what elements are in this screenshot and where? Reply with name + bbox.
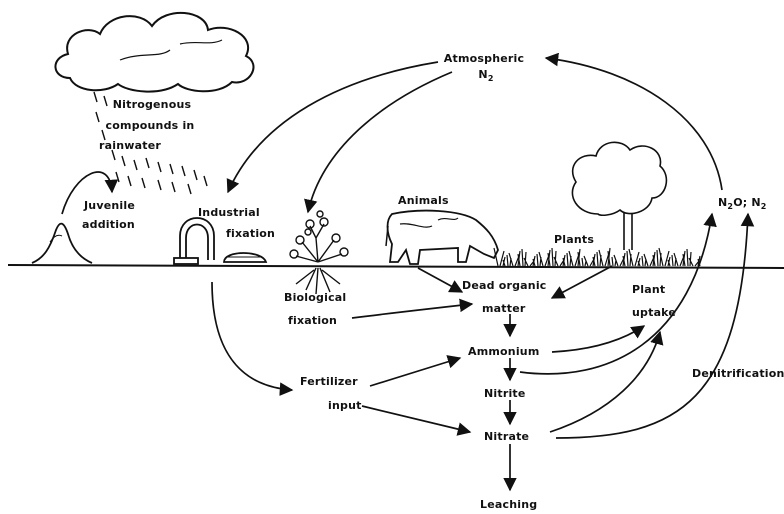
arrow-fertilizer-to-ammonium: [369, 355, 462, 387]
label-rain-line2: compounds in: [105, 119, 195, 132]
label-juvenile-1: Juvenile: [84, 199, 135, 212]
n2o-sub1: 2: [727, 202, 734, 212]
arrow-plants-to-matter: [550, 265, 613, 299]
n2-subscript: 2: [487, 74, 494, 84]
label-dead-organic: Dead organic: [462, 279, 547, 292]
arrow-fertilizer-to-nitrate: [361, 405, 472, 436]
arrow-juvenile: [61, 171, 119, 215]
cow-icon: [385, 209, 499, 265]
label-industrial-2: fixation: [226, 227, 276, 240]
tree-icon: [571, 141, 668, 250]
plant-icon: [289, 210, 349, 295]
n2-text: N: [478, 68, 488, 81]
label-biological-1: Biological: [284, 291, 347, 304]
arrow-biofixation-to-matter: [351, 298, 474, 319]
arrow-ammonium-to-plant: [551, 325, 646, 353]
arrow-ammonium-to-n2o: [519, 212, 717, 375]
arrow-animals-to-matter: [417, 267, 464, 293]
label-atmospheric-n2: N2: [478, 68, 493, 85]
ground-line: [7, 264, 784, 269]
cloud-icon: [54, 12, 255, 93]
label-nitrate: Nitrate: [484, 430, 530, 443]
label-plant-2: uptake: [632, 306, 677, 319]
rain-icon: [93, 91, 208, 195]
label-plants: Plants: [554, 233, 595, 246]
label-juvenile-2: addition: [82, 218, 135, 231]
label-leaching: Leaching: [480, 498, 538, 511]
n2o-sub2: 2: [760, 202, 767, 212]
arrow-denitrification-to-atmos: [544, 52, 723, 191]
volcano-icon: [31, 222, 93, 264]
flow-arrows: [61, 52, 755, 492]
label-fertilizer-1: Fertilizer: [300, 375, 358, 388]
n2o-mid: O; N: [733, 196, 761, 209]
label-matter: matter: [482, 302, 526, 315]
label-denitrification: Denitrification: [692, 367, 784, 380]
label-plant-1: Plant: [632, 283, 666, 296]
n2o-n: N: [718, 196, 728, 209]
arrow-industrial-to-fertilizer: [211, 281, 294, 396]
label-rain-line1: Nitrogenous: [112, 98, 192, 111]
label-industrial-1: Industrial: [198, 206, 260, 219]
label-biological-2: fixation: [288, 314, 338, 327]
label-animals: Animals: [398, 194, 449, 207]
arrow-nitrate-to-plant: [549, 330, 664, 433]
label-atmospheric: Atmospheric: [443, 52, 525, 65]
label-nitrite: Nitrite: [484, 387, 526, 400]
factory-icon: [173, 217, 268, 265]
grass-icon: [493, 247, 701, 267]
arrow-nitrate-to-n2o: [555, 212, 755, 439]
arrow-atmos-to-industrial: [226, 61, 439, 194]
label-ammonium: Ammonium: [468, 345, 540, 358]
label-rain-line3: rainwater: [99, 139, 161, 152]
label-n2o-n2: N2O; N2: [718, 196, 767, 213]
label-fertilizer-2: input: [328, 399, 362, 412]
arrow-atmos-to-biological: [304, 71, 453, 214]
